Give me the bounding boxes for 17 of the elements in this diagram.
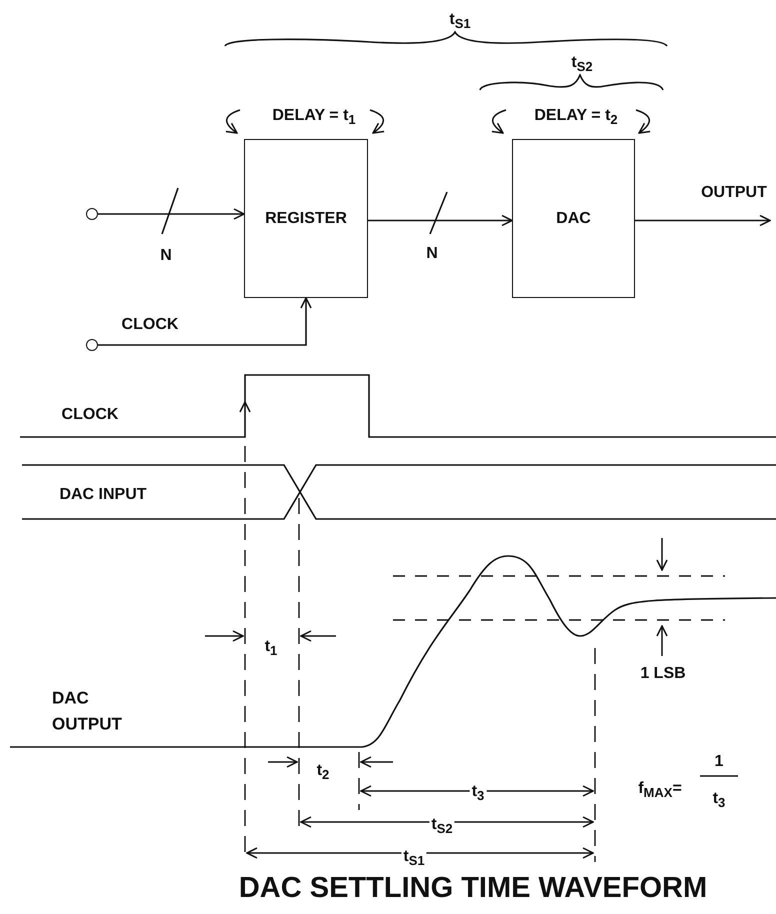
- label: t$_{3}$: [710, 790, 728, 810]
- box-label: DAC: [556, 210, 591, 228]
- arrow: [98, 208, 245, 220]
- label: t$_{S1}$: [401, 848, 427, 868]
- terminal-circle: [86, 339, 98, 351]
- process-box: [244, 139, 368, 298]
- label: t$_{3}$: [470, 782, 486, 804]
- label: t$_{S2}$: [569, 54, 595, 74]
- arrow: [98, 297, 312, 346]
- caption: DAC SETTLING TIME WAVEFORM: [238, 872, 708, 905]
- box-label: REGISTER: [265, 210, 347, 228]
- terminal-circle: [86, 208, 98, 220]
- arrow: [635, 214, 771, 226]
- process-box: [512, 139, 635, 298]
- arrow: [368, 214, 513, 226]
- label: t$_{S2}$: [429, 816, 455, 836]
- label: t$_{S1}$: [447, 10, 473, 32]
